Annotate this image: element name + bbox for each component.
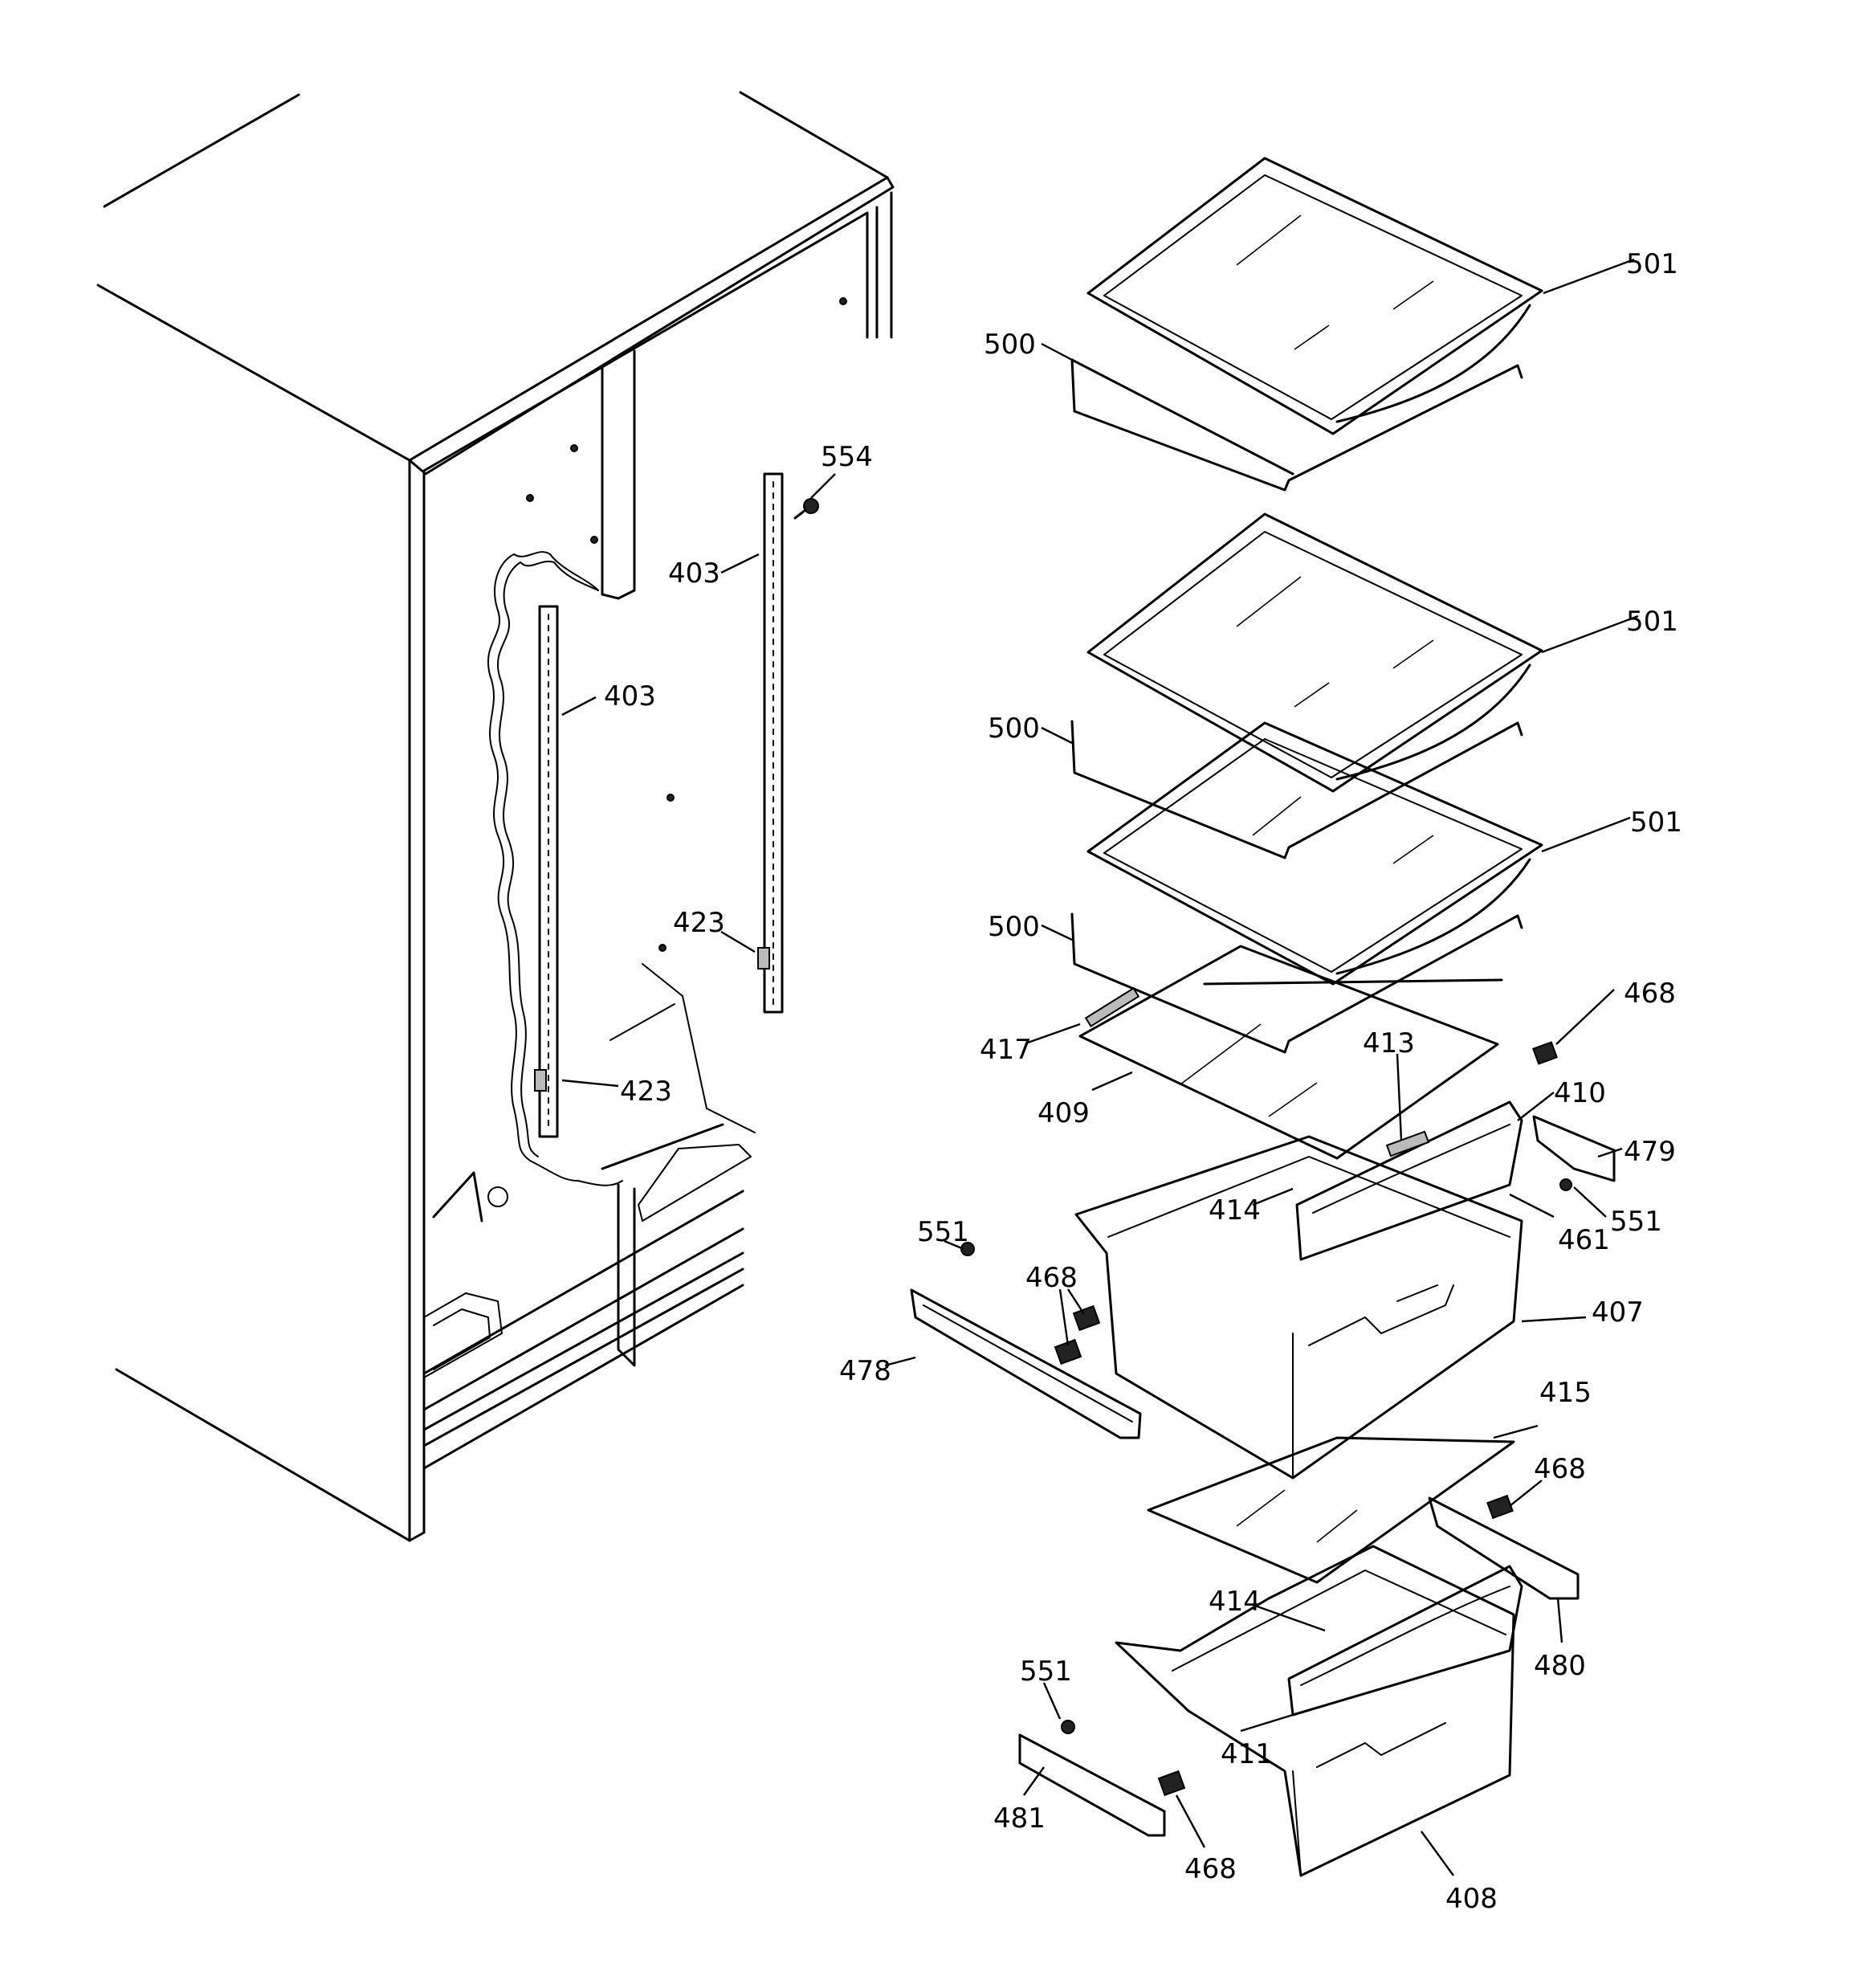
callout-labels: 501 500 554 403 403 501 500 501 500 423 … bbox=[604, 248, 1682, 1915]
callout-551: 551 bbox=[1610, 1206, 1662, 1238]
callout-500: 500 bbox=[988, 712, 1040, 745]
callout-481: 481 bbox=[993, 1802, 1046, 1835]
callout-468: 468 bbox=[1624, 978, 1676, 1010]
shelf-bracket-top bbox=[1070, 358, 1523, 492]
callout-409: 409 bbox=[1037, 1097, 1090, 1129]
glass-shelf-middle bbox=[1086, 512, 1543, 793]
crisper-cover-glass-409 bbox=[1078, 945, 1499, 1160]
callout-414: 414 bbox=[1209, 1194, 1261, 1227]
callout-410: 410 bbox=[1554, 1077, 1606, 1109]
callout-501: 501 bbox=[1630, 806, 1682, 839]
callout-413: 413 bbox=[1363, 1027, 1415, 1059]
callout-551: 551 bbox=[1020, 1655, 1072, 1688]
callout-408: 408 bbox=[1445, 1883, 1498, 1915]
shelf-bracket-middle bbox=[1070, 720, 1523, 859]
callout-554: 554 bbox=[821, 441, 873, 473]
callout-414: 414 bbox=[1209, 1586, 1261, 1618]
pan-cover-glass-415 bbox=[1147, 1436, 1515, 1584]
callout-479: 479 bbox=[1624, 1136, 1676, 1168]
shelf-ladder-right bbox=[757, 472, 784, 1014]
pan-drawer-front-411 bbox=[1287, 1565, 1523, 1717]
callout-468: 468 bbox=[1025, 1262, 1078, 1294]
drawer-rail-481 bbox=[1018, 1720, 1186, 1837]
callout-468: 468 bbox=[1184, 1853, 1237, 1885]
leader-lines bbox=[561, 258, 1639, 1876]
callout-461: 461 bbox=[1558, 1224, 1610, 1256]
cover-support-417 bbox=[1084, 986, 1140, 1028]
callout-403: 403 bbox=[604, 680, 656, 712]
callout-501: 501 bbox=[1626, 606, 1678, 638]
callout-500: 500 bbox=[984, 329, 1036, 361]
refrigerator-cabinet bbox=[96, 91, 895, 1542]
callout-403: 403 bbox=[668, 557, 720, 590]
callout-407: 407 bbox=[1592, 1296, 1644, 1329]
drawer-rail-480 bbox=[1428, 1494, 1580, 1600]
crisper-drawer-407 bbox=[1074, 1135, 1523, 1480]
callout-478: 478 bbox=[839, 1355, 891, 1387]
callout-480: 480 bbox=[1534, 1650, 1586, 1682]
callout-411: 411 bbox=[1221, 1738, 1273, 1770]
glass-shelf-lower bbox=[1086, 721, 1543, 986]
callout-423: 423 bbox=[673, 907, 725, 939]
callout-423: 423 bbox=[620, 1076, 672, 1108]
callout-417: 417 bbox=[980, 1034, 1032, 1066]
screw-554 bbox=[793, 498, 819, 520]
glass-shelf-top bbox=[1086, 157, 1543, 435]
drawer-rail-479 bbox=[1532, 1041, 1616, 1191]
drawer-rail-478 bbox=[910, 1242, 1142, 1439]
callout-501: 501 bbox=[1626, 248, 1678, 280]
callout-500: 500 bbox=[988, 911, 1040, 943]
callout-415: 415 bbox=[1539, 1377, 1592, 1409]
callout-551: 551 bbox=[917, 1216, 969, 1248]
callout-468: 468 bbox=[1534, 1453, 1586, 1485]
shelf-bracket-lower bbox=[1070, 912, 1523, 1054]
crisper-drawer-front-410 bbox=[1295, 1100, 1523, 1261]
shelf-ladder-left bbox=[534, 605, 559, 1138]
pan-drawer-408 bbox=[1115, 1545, 1515, 1877]
